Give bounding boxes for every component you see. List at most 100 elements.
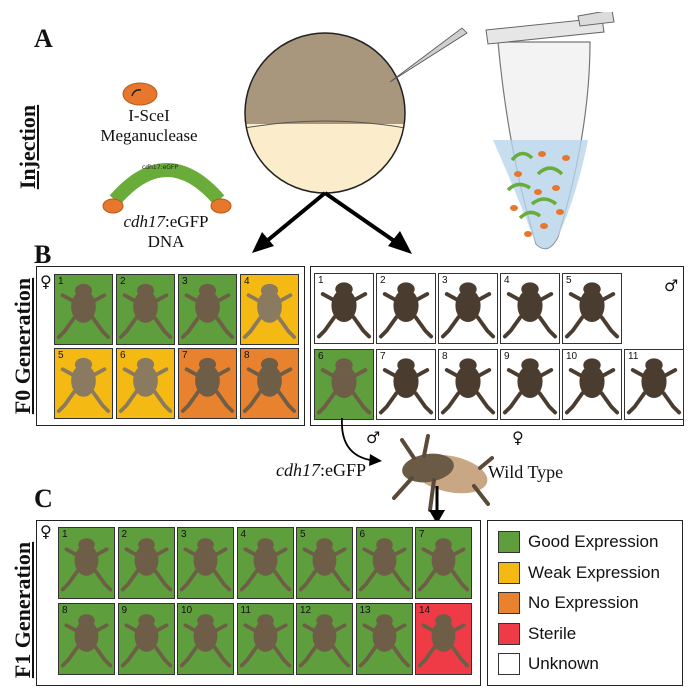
frog-cell: 4: [500, 273, 560, 344]
frog-number: 7: [419, 529, 425, 540]
frog-cell: 2: [117, 527, 175, 599]
legend-label: Good Expression: [528, 532, 659, 551]
legend-label: Sterile: [528, 623, 577, 643]
f1-female-symbol-icon: ♀: [40, 522, 52, 541]
frog-cell: 4: [236, 527, 294, 599]
frog-number: 9: [121, 605, 128, 616]
frog-image: [60, 538, 113, 592]
injection-scheme: [244, 27, 468, 254]
legend-swatch: [498, 592, 520, 614]
frog-number: 1: [318, 275, 324, 286]
frog-image: [626, 358, 682, 415]
frog-number: 2: [121, 529, 128, 540]
frog-cell: 9: [117, 603, 175, 675]
frog-image: [440, 358, 496, 415]
frog-image: [56, 357, 111, 413]
frog-number: 11: [628, 351, 639, 362]
frog-image: [242, 357, 297, 413]
frog-number: 1: [58, 276, 64, 287]
frog-number: 3: [182, 276, 188, 287]
panel-label-b: B: [34, 240, 52, 269]
frog-number: 5: [58, 350, 64, 361]
frog-cell: 8: [240, 348, 299, 419]
frog-cell: 10: [177, 603, 234, 675]
down-arrow-icon: [429, 486, 445, 524]
frog-number: 2: [120, 276, 126, 287]
frog-image: [120, 538, 172, 592]
frog-number: 8: [244, 350, 250, 361]
frog-image: [239, 538, 291, 592]
frog-image: [56, 283, 111, 339]
cross-wildtype-label: Wild Type: [488, 462, 564, 482]
plasmid-arc-icon: [102, 163, 232, 214]
frog-number: 10: [181, 605, 193, 616]
frog-image: [502, 358, 558, 415]
frog-cell: 7: [178, 348, 237, 419]
frog-image: [242, 283, 297, 339]
frog-image: [440, 282, 496, 339]
frog-cell: 6: [314, 349, 374, 420]
frog-cell: 11: [236, 603, 294, 675]
legend-item: No Expression: [498, 590, 639, 616]
frog-number: 6: [120, 350, 126, 361]
frog-image: [417, 538, 470, 592]
frog-cell: 11: [624, 349, 684, 420]
frog-cell: 1: [54, 274, 113, 345]
frog-cell: 14: [415, 603, 472, 675]
frog-image: [316, 282, 372, 339]
legend-item: Sterile: [498, 621, 576, 647]
frog-cell: 3: [177, 527, 234, 599]
f1-generation-label: F1 Generation: [10, 541, 35, 679]
frog-number: 7: [182, 350, 188, 361]
frog-number: 12: [300, 605, 312, 616]
frog-image: [378, 282, 434, 339]
cross-female-symbol-icon: ♀: [512, 428, 524, 447]
legend-swatch: [498, 531, 520, 553]
frog-image: [358, 614, 410, 668]
frog-cell: 9: [500, 349, 560, 420]
legend-swatch: [498, 561, 520, 584]
enzyme-type: Meganuclease: [100, 126, 198, 145]
frog-cell: 5: [296, 527, 353, 599]
frog-number: 4: [244, 276, 250, 287]
frog-number: 4: [240, 529, 247, 540]
frog-image: [239, 614, 291, 668]
frog-number: 8: [442, 351, 448, 362]
frog-cell: 7: [415, 527, 472, 599]
frog-image: [180, 357, 235, 413]
frog-image: [417, 614, 470, 668]
frog-cell: 1: [314, 273, 374, 344]
injection-label: Injection: [15, 104, 40, 190]
legend-label: No Expression: [528, 593, 639, 612]
frog-cell: 5: [562, 273, 622, 344]
legend-item: Unknown: [498, 651, 599, 677]
frog-image: [118, 283, 173, 339]
frog-image: [120, 614, 172, 668]
frog-image: [180, 283, 235, 339]
frog-cell: 8: [438, 349, 498, 420]
frog-cell: 4: [240, 274, 299, 345]
frog-cell: 2: [376, 273, 436, 344]
legend-item: Weak Expression: [498, 560, 660, 586]
frog-number: 6: [359, 529, 366, 540]
cross-transgenic-label: cdh17:eGFP: [276, 460, 367, 480]
meganuclease-icon: [122, 82, 158, 106]
frog-cell: 1: [58, 527, 115, 599]
frog-number: 5: [300, 529, 306, 540]
frog-image: [298, 538, 351, 592]
plasmid-label: cdh17:eGFP: [142, 164, 178, 171]
frog-number: 9: [504, 351, 510, 362]
panel-label-a: A: [34, 24, 53, 53]
legend-label: Weak Expression: [528, 562, 660, 582]
frog-number: 10: [566, 351, 578, 362]
frog-cell: 2: [116, 274, 175, 345]
arrow-to-male-icon: [323, 191, 412, 254]
injection-tube-icon: [485, 12, 615, 250]
frog-number: 11: [240, 605, 251, 616]
legend-label: Unknown: [528, 654, 599, 673]
frog-number: 3: [181, 529, 187, 540]
frog-number: 4: [504, 275, 510, 286]
frog-image: [298, 614, 351, 668]
oocyte-icon: [244, 32, 406, 194]
frog-image: [502, 282, 558, 339]
